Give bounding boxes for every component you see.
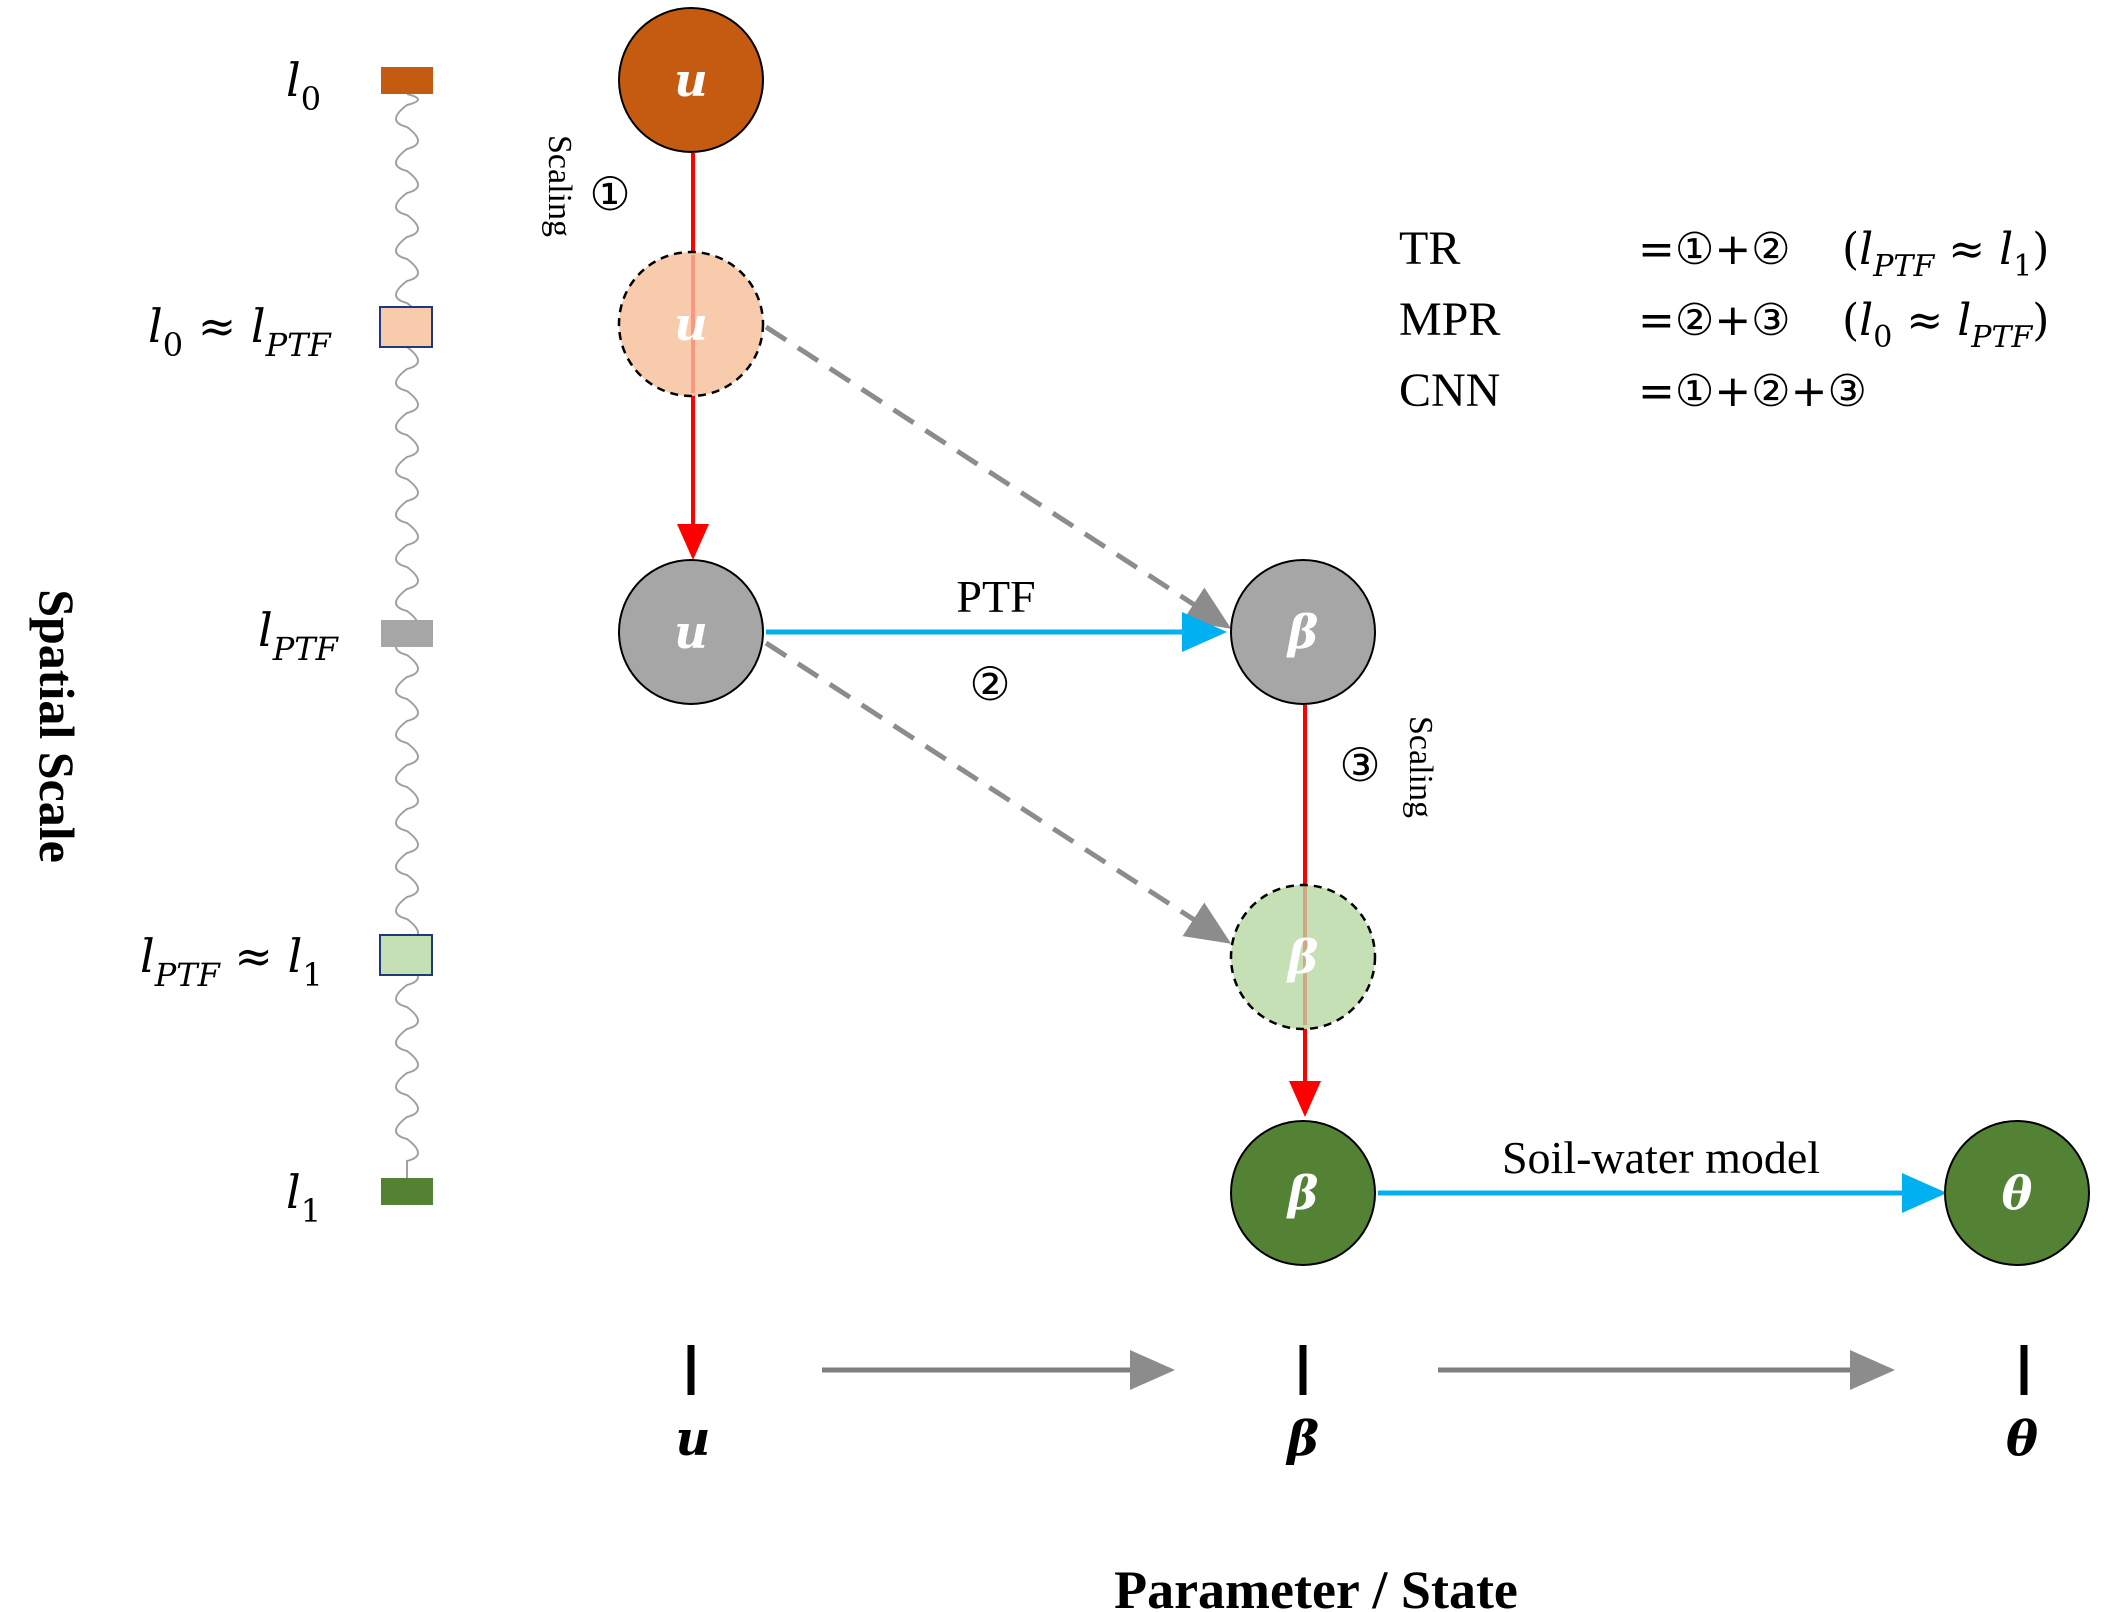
legend-formula-cnn: =①+②+③	[1638, 366, 1867, 417]
ptf-step: ②	[969, 657, 1010, 711]
node-theta	[1944, 1120, 2090, 1266]
scale-marker-l0-ptf	[379, 306, 433, 348]
node-u-dashed	[617, 250, 765, 398]
scale-label-l0: l0	[286, 53, 321, 118]
scale-marker-lptf	[381, 620, 433, 647]
scaling-3-step: ③	[1339, 738, 1380, 792]
scale-label-lptf: lPTF	[258, 603, 340, 668]
legend-condition-mpr: (l0 ≈ lPTF)	[1842, 295, 2049, 355]
legend-method-mpr: MPR	[1399, 293, 1500, 346]
legend-method-cnn: CNN	[1399, 364, 1500, 417]
dashed-arrow-u-to-beta	[764, 324, 1232, 629]
node-beta-bottom-label: β	[1286, 1166, 1319, 1220]
node-u-top	[618, 7, 764, 153]
scale-marker-l1	[381, 1178, 433, 1205]
node-u-mid-label: u	[674, 605, 707, 659]
scale-marker-l0	[381, 67, 433, 94]
scale-label-l1: l1	[286, 1165, 321, 1230]
scale-label-lptf-approx-l1: lPTF ≈ l1	[140, 929, 323, 994]
scaling-1-step: ①	[589, 167, 630, 221]
legend-formula-tr: =①+②	[1638, 224, 1791, 275]
scaling-3-label: Scaling	[1402, 716, 1439, 818]
x-tick-label-theta: θ	[2006, 1411, 2038, 1467]
method-legend: TR =①+② (lPTF ≈ l1) MPR =②+③ (l0 ≈ lPTF)…	[1399, 222, 2049, 417]
legend-condition-tr: (lPTF ≈ l1)	[1842, 224, 2049, 284]
x-tick-label-beta: β	[1285, 1411, 1319, 1467]
scale-label-l0-approx-lptf: l0 ≈ lPTF	[148, 299, 332, 364]
node-beta-dashed	[1229, 883, 1377, 1031]
node-beta-mid-label: β	[1286, 605, 1319, 659]
node-beta-mid	[1230, 559, 1376, 705]
soil-water-label: Soil-water model	[1502, 1132, 1820, 1183]
dashed-arrow-u-to-beta-dashed	[764, 640, 1232, 944]
legend-method-tr: TR	[1399, 222, 1460, 275]
scaling-1-label: Scaling	[541, 135, 578, 237]
y-axis-title: Spatial Scale	[29, 589, 85, 863]
node-beta-dashed-label: β	[1286, 930, 1319, 984]
node-beta-bottom	[1230, 1120, 1376, 1266]
node-u-dashed-label: u	[674, 297, 707, 351]
node-theta-label: θ	[2002, 1166, 2033, 1220]
x-axis-title: Parameter / State	[1114, 1560, 1518, 1612]
node-u-mid	[618, 559, 764, 705]
node-u-top-label: u	[674, 53, 707, 107]
ptf-label: PTF	[956, 571, 1035, 622]
legend-formula-mpr: =②+③	[1638, 295, 1791, 346]
x-tick-label-u: u	[676, 1411, 711, 1467]
scale-marker-lptf-l1	[379, 934, 433, 976]
